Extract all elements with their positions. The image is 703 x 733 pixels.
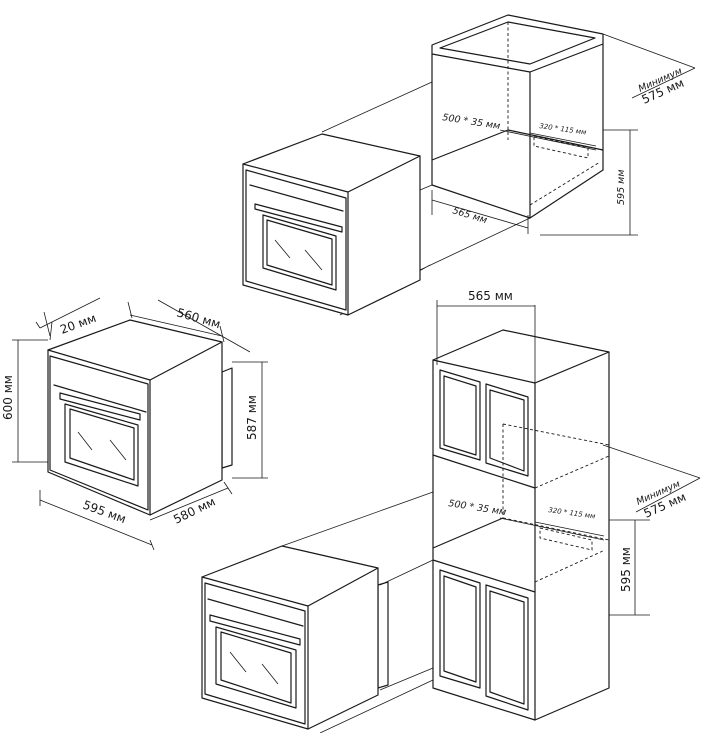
bottom-projection-lines	[281, 491, 434, 733]
top-height-dim	[540, 129, 638, 236]
oven-height-label: 600 мм	[1, 375, 15, 420]
column-width-dim	[436, 300, 536, 385]
column-vent-front-label: 500 * 35 мм	[448, 498, 507, 518]
column-top-width-label: 565 мм	[468, 289, 513, 303]
top-cabinet	[431, 14, 604, 219]
column-cabinet	[432, 329, 610, 721]
column-vent-rear-label: 320 * 115 мм	[548, 506, 597, 521]
column-depth-dim	[602, 444, 701, 513]
oven-depth-label: 560 мм	[175, 305, 222, 331]
top-projection-lines	[321, 81, 531, 316]
top-vent-front-label: 500 * 35 мм	[442, 112, 501, 132]
bottom-oven	[201, 545, 389, 730]
top-depth-dim	[602, 33, 696, 99]
oven-inner-height-label: 587 мм	[245, 395, 259, 440]
column-height-dim	[609, 519, 650, 616]
oven-panel-label: 20 мм	[58, 311, 98, 337]
top-vent-rear-label: 320 * 115 мм	[539, 122, 588, 137]
top-oven	[242, 133, 421, 316]
left-oven	[12, 297, 268, 551]
top-width-label: 565 мм	[451, 205, 488, 226]
top-height-label: 595 мм	[616, 170, 627, 206]
column-height-label: 595 мм	[619, 547, 633, 592]
top-width-dim	[431, 190, 529, 234]
